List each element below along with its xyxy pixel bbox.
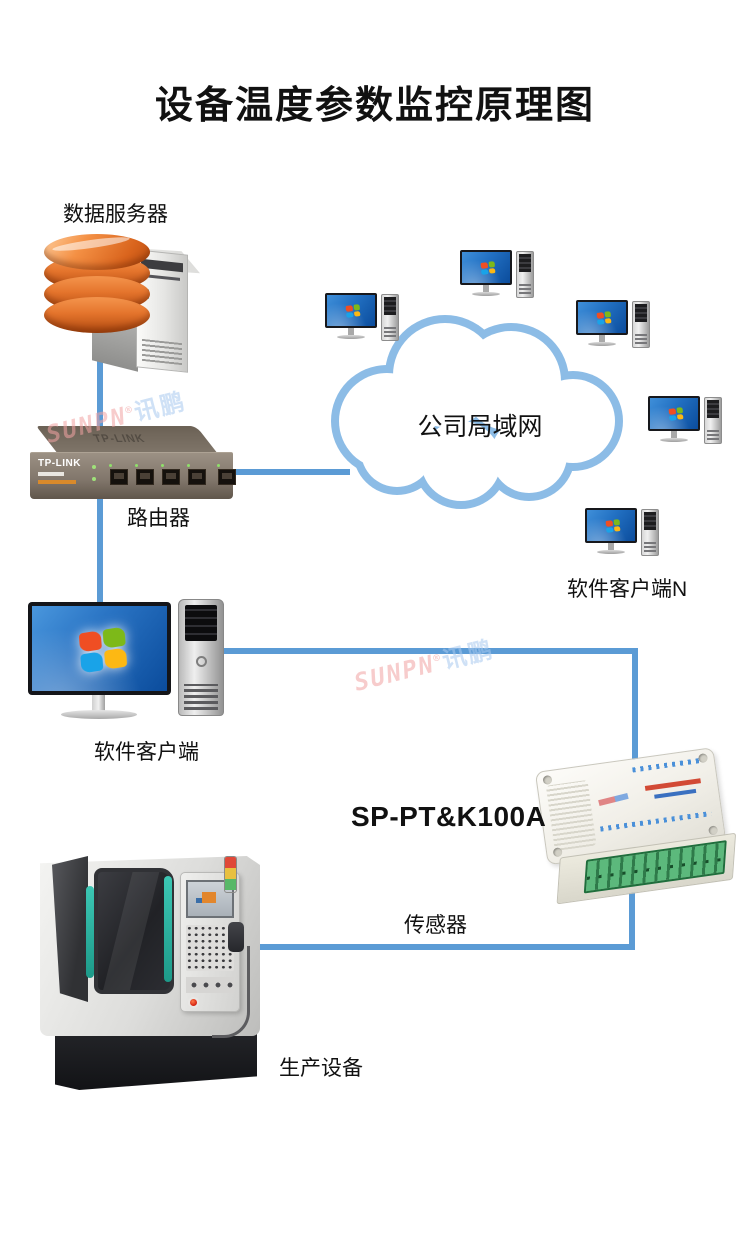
database-disc <box>44 234 150 270</box>
connection-line-module-machine-drop <box>629 884 635 950</box>
mount-hole-icon <box>542 774 553 786</box>
monitor <box>325 293 377 328</box>
windows-logo-icon <box>345 303 361 319</box>
vent-grille-icon <box>184 684 218 710</box>
database-server-illustration <box>40 228 200 373</box>
screen <box>650 398 698 429</box>
pc-tower <box>178 599 224 716</box>
client-workstation <box>585 508 659 558</box>
router-model-text <box>38 472 64 476</box>
status-led-icon <box>92 477 96 481</box>
router-brand: TP-LINK <box>38 458 81 469</box>
ethernet-port-icon <box>109 464 128 485</box>
client-workstation <box>648 396 722 446</box>
ethernet-port-icon <box>135 464 154 485</box>
signal-lamp-icon <box>224 856 237 893</box>
router-label: 路由器 <box>127 507 190 530</box>
pc-tower <box>641 509 659 556</box>
page-title: 设备温度参数监控原理图 <box>154 85 595 127</box>
vent-grille-icon <box>545 779 597 852</box>
windows-logo-icon <box>596 310 612 326</box>
mount-hole-icon <box>697 753 709 764</box>
vent-grille-icon <box>142 338 182 366</box>
status-led-icon <box>92 465 96 469</box>
pc-tower <box>381 294 399 341</box>
client-workstation <box>325 293 399 343</box>
ethernet-port-icon <box>187 464 206 485</box>
router-top-face: TP-LINK <box>36 426 219 454</box>
windows-logo-icon <box>78 626 128 674</box>
connection-line-client-module-drop <box>632 648 638 766</box>
monitor <box>460 250 512 285</box>
ethernet-port-icon <box>161 464 180 485</box>
registered-mark-icon: ® <box>123 402 136 418</box>
emergency-stop-icon <box>188 997 199 1008</box>
screen <box>327 295 375 326</box>
connection-line-sensor-machine <box>247 944 635 950</box>
software-client-label: 软件客户端 <box>94 741 199 764</box>
power-button-icon <box>196 656 207 667</box>
windows-logo-icon <box>605 518 621 534</box>
database-server-label: 数据服务器 <box>63 203 168 226</box>
monitor <box>576 300 628 335</box>
client-workstation <box>576 300 650 350</box>
screen <box>578 302 626 333</box>
database-disc <box>44 297 150 333</box>
ethernet-port-icon <box>217 464 236 485</box>
pendant-cable <box>212 946 250 1038</box>
router-brand-embossed: TP-LINK <box>91 433 148 445</box>
client-workstation <box>460 250 534 300</box>
sensor-module-label: SP-PT&K100A <box>351 801 547 832</box>
pc-tower <box>704 397 722 444</box>
drive-bay-icon <box>185 605 217 641</box>
connection-line-client-module <box>213 648 638 654</box>
hmi-screen <box>186 880 234 918</box>
watermark-latin: SUNPN <box>351 649 438 697</box>
cloud-icon <box>331 315 623 509</box>
monitor <box>648 396 700 431</box>
screen <box>32 606 167 691</box>
watermark: SUNPN®讯鹏 <box>350 629 497 698</box>
watermark-cn: 讯鹏 <box>131 387 189 427</box>
screen <box>462 252 510 283</box>
monitor <box>28 602 171 695</box>
router-illustration: TP-LINK TP-LINK <box>30 424 236 502</box>
production-machine-label: 生产设备 <box>279 1057 363 1080</box>
pc-tower <box>632 301 650 348</box>
pc-tower <box>516 251 534 298</box>
teal-handle <box>86 886 94 978</box>
database-icon <box>44 234 150 333</box>
lan-cloud: 公司局域网 <box>323 301 637 515</box>
router-front-face: TP-LINK <box>30 452 236 499</box>
monitor <box>585 508 637 543</box>
windows-logo-icon <box>668 406 684 422</box>
terminal-markings <box>600 811 712 832</box>
connection-line-router-cloud <box>228 469 350 475</box>
sensor-module-illustration <box>534 747 737 905</box>
screen <box>587 510 635 541</box>
sensor-label: 传感器 <box>404 914 467 937</box>
software-client-illustration <box>28 597 224 737</box>
mount-hole-icon <box>708 825 719 836</box>
watermark-cn: 讯鹏 <box>439 635 497 675</box>
button-row <box>186 977 234 993</box>
terminal-markings <box>632 757 705 773</box>
client-n-label: 软件客户端N <box>567 578 688 601</box>
module-print-blue <box>654 788 697 799</box>
cloud-label: 公司局域网 <box>417 413 543 441</box>
production-machine-illustration <box>28 850 276 1094</box>
brand-logo-icon <box>598 792 629 807</box>
mount-hole-icon <box>552 847 563 858</box>
windows-logo-icon <box>480 260 496 276</box>
teal-handle <box>164 876 172 982</box>
pendant-control <box>228 922 244 952</box>
router-subtext <box>38 480 76 484</box>
machine-window <box>94 868 174 994</box>
